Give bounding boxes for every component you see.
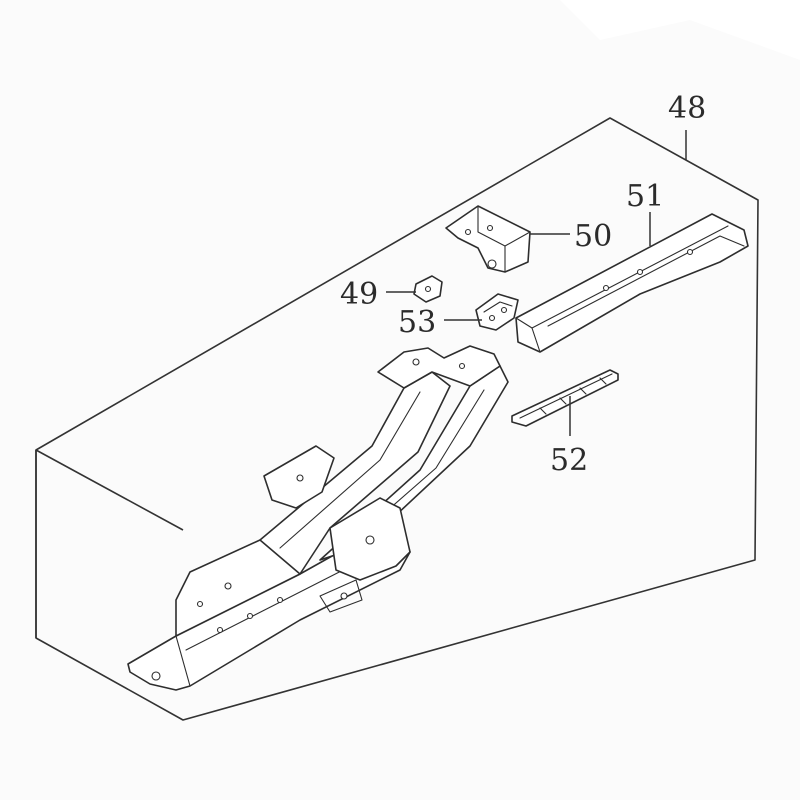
callout-49: 49 xyxy=(340,277,378,312)
callout-53: 53 xyxy=(398,305,436,340)
part-50-bracket xyxy=(445,205,531,273)
part-51-rail xyxy=(515,213,749,353)
main-frame-assembly xyxy=(127,345,509,691)
part-53-bracket xyxy=(475,293,519,331)
part-52-strip xyxy=(511,369,619,427)
part-49-clip xyxy=(413,275,443,303)
callout-50: 50 xyxy=(574,219,612,254)
callout-52: 52 xyxy=(550,443,588,478)
assembly-box-edge xyxy=(35,449,184,531)
callout-48: 48 xyxy=(668,91,706,126)
callout-51: 51 xyxy=(626,179,664,214)
